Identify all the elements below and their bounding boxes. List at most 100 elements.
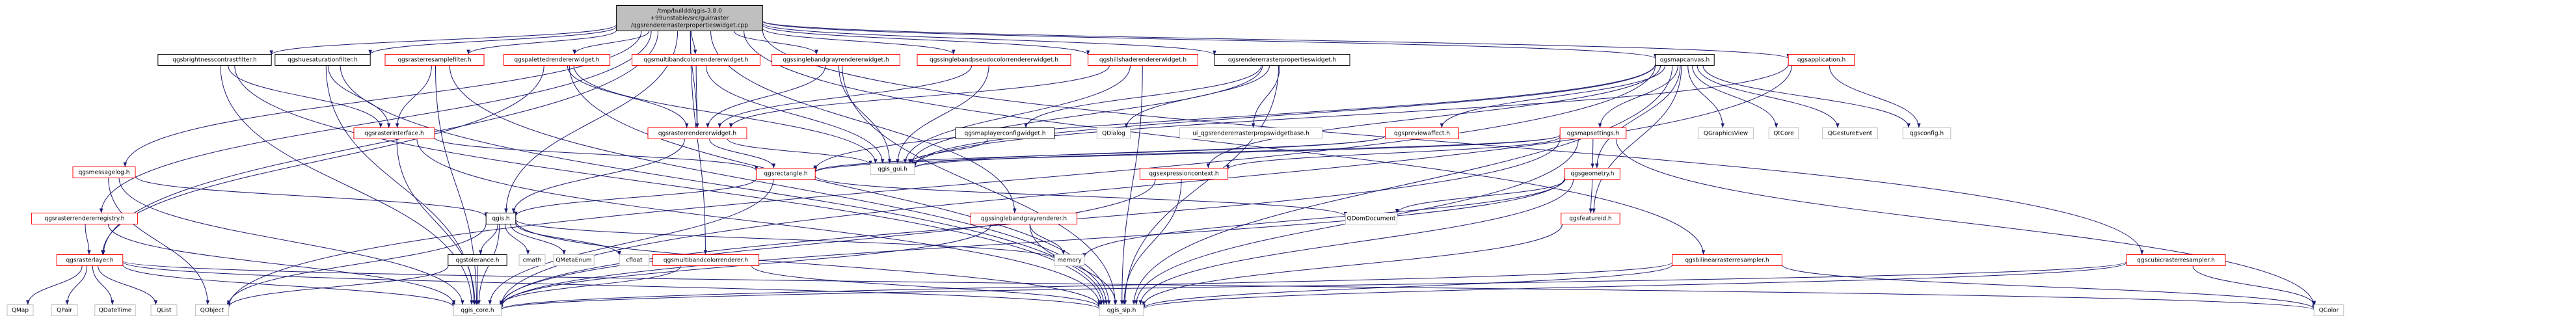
node-qmetaenum[interactable]: QMetaEnum <box>553 254 595 266</box>
node-label: qgshuesaturationfilter.h <box>288 57 358 64</box>
edge-tolerance-to-qobject <box>226 265 449 308</box>
node-multirenderer[interactable]: qgsmultibandcolorrenderer.h <box>652 254 760 266</box>
node-box <box>553 254 595 266</box>
node-rasterrendererwidget[interactable]: qgsrasterrendererwidget.h <box>647 127 747 139</box>
node-cmath[interactable]: cmath <box>518 254 546 266</box>
node-singlegraywidget[interactable]: qgssinglebandgrayrendererwidget.h <box>771 54 900 66</box>
node-box <box>756 168 816 180</box>
node-previeweffect[interactable]: qgspreviewaffect.h <box>1385 127 1459 139</box>
node-pseudowidget[interactable]: qgssinglebandpseudocolorrendererwidget.h <box>917 54 1071 66</box>
node-palette[interactable]: qgspalettedrendererwidget.h <box>503 54 611 66</box>
edge-mapcanvas-to-previeweffect <box>1440 65 1666 128</box>
edge-bilinear-to-qgscore <box>500 261 1673 310</box>
edge-bilinear-to-qcolor <box>1781 264 2316 310</box>
node-qgsgui[interactable]: qgis_gui.h <box>870 163 915 175</box>
node-rasterinterface[interactable]: qgsrasterinterface.h <box>353 127 435 139</box>
edge-messagelog-to-qobject <box>108 178 210 305</box>
node-box <box>955 127 1055 139</box>
node-qgssip[interactable]: qgis_sip.h <box>1099 304 1144 316</box>
node-messagelog[interactable]: qgsmessagelog.h <box>72 167 136 178</box>
node-rendererregistry[interactable]: qgsrasterrendererregistry.h <box>31 213 139 224</box>
node-label: qgsmessagelog.h <box>79 170 130 176</box>
node-label: QList <box>157 308 172 314</box>
node-qdatetime[interactable]: QDateTime <box>94 304 136 316</box>
node-box <box>7 304 34 316</box>
node-qmap[interactable]: QMap <box>7 304 34 316</box>
node-rrpw[interactable]: qgsrendererrasterpropertieswidget.h <box>1214 54 1350 66</box>
edge-rrpw-to-qgssip <box>1123 65 1280 305</box>
edge-rectangle-to-qgscore <box>488 179 774 305</box>
node-mapcanvas[interactable]: qgsmapcanvas.h <box>1655 54 1715 66</box>
node-qgscore[interactable]: qgis_core.h <box>453 304 502 316</box>
node-application[interactable]: qgsapplication.h <box>1788 54 1855 66</box>
node-label: QDomDocument <box>1347 216 1396 222</box>
node-cfloat[interactable]: cfloat <box>619 254 650 266</box>
node-box <box>72 167 136 178</box>
node-qdomdocument[interactable]: QDomDocument <box>1345 213 1398 224</box>
node-box <box>1088 54 1198 66</box>
node-qgis[interactable]: qgis.h <box>485 213 517 224</box>
node-hillshade[interactable]: qgshillshaderendererwidget.h <box>1088 54 1198 66</box>
edge-bilinear-to-qgssip <box>1142 264 1673 309</box>
node-qgsconfig[interactable]: qgsconfig.h <box>1902 127 1952 139</box>
node-box <box>647 127 747 139</box>
node-box <box>1345 213 1398 224</box>
node-multiwidget[interactable]: qgsmultibandcolorrendererwidget.h <box>632 54 760 66</box>
node-rasterlayer[interactable]: qgsrasterlayer.h <box>56 254 124 266</box>
node-memory[interactable]: memory <box>1054 254 1085 266</box>
edge-qgis-to-memory <box>515 219 1056 260</box>
node-box <box>1096 127 1131 139</box>
node-label: qgis_gui.h <box>878 167 907 173</box>
node-geometry[interactable]: qgsgeometry.h <box>1564 168 1620 180</box>
node-qcolor[interactable]: QColor <box>2313 304 2344 316</box>
node-label: qgsconfig.h <box>1910 131 1944 137</box>
edge-rasterrendererwidget-to-qgis <box>511 139 685 213</box>
edge-rasterrendererwidget-to-rectangle <box>709 139 776 168</box>
node-uiwidgetbase[interactable]: ui_qgsrendererrasterpropswidgetbase.h <box>1179 127 1323 139</box>
node-box <box>1385 127 1459 139</box>
node-qdialog[interactable]: QDialog <box>1096 127 1131 139</box>
node-root[interactable]: /tmp/buildd/qgis-3.8.0+99unstable/src/gu… <box>616 5 763 31</box>
edge-rectangle-to-qdomdocument <box>814 176 1348 217</box>
node-box <box>384 54 485 66</box>
node-label: qgsapplication.h <box>1797 57 1845 64</box>
node-box <box>56 254 124 266</box>
node-qpair[interactable]: QPair <box>51 304 78 316</box>
node-box <box>616 5 763 31</box>
edge-mapcanvas-to-qgsgui <box>913 64 1656 167</box>
edge-root-to-palette <box>572 31 650 55</box>
node-box <box>1561 213 1620 224</box>
node-box <box>1564 168 1620 180</box>
edge-resample-to-qgscore <box>435 65 479 305</box>
node-bilinear[interactable]: qgsbilinearrasterresampler.h <box>1672 254 1782 266</box>
node-cubic[interactable]: qgscubicrasterresampler.h <box>2126 254 2226 266</box>
node-singlegrayrenderer[interactable]: qgssinglebandgrayrenderer.h <box>970 213 1078 224</box>
node-label: memory <box>1057 258 1082 264</box>
node-layer: /tmp/buildd/qgis-3.8.0+99unstable/src/gu… <box>7 5 2344 316</box>
node-qtcore[interactable]: QtCore <box>1768 127 1799 139</box>
edge-previeweffect-to-rectangle <box>813 135 1386 172</box>
edge-rasterlayer-to-qgssip <box>122 261 1101 310</box>
node-label: qgspalettedrendererwidget.h <box>514 57 599 64</box>
node-qlist[interactable]: QList <box>150 304 178 316</box>
node-qgraphicsview[interactable]: QGraphicsView <box>1698 127 1754 139</box>
node-qobject[interactable]: QObject <box>195 304 230 316</box>
edge-qgis-to-qgssip <box>515 221 1101 307</box>
node-huesat[interactable]: qgshuesaturationfilter.h <box>275 54 371 66</box>
node-box <box>94 304 136 316</box>
node-label: QGraphicsView <box>1704 131 1748 137</box>
node-rectangle[interactable]: qgsrectangle.h <box>756 168 816 180</box>
node-label: qgsmapsettings.h <box>1567 131 1620 137</box>
node-brightness[interactable]: qgsbrightnesscontrastfilter.h <box>157 54 272 66</box>
node-maplayerconfig[interactable]: qgsmaplayerconfigwidget.h <box>955 127 1055 139</box>
node-box <box>518 254 546 266</box>
node-qgestureevent[interactable]: QGestureEvent <box>1822 127 1878 139</box>
edge-rasterrendererwidget-to-qgsgui <box>727 139 872 165</box>
node-exprcontext[interactable]: qgsexpressioncontext.h <box>1139 168 1229 180</box>
node-featureid[interactable]: qgsfeatureid.h <box>1561 213 1620 224</box>
edge-singlegraywidget-to-qgsgui <box>838 65 892 164</box>
node-label: /tmp/buildd/qgis-3.8.0 <box>657 8 722 15</box>
node-resample[interactable]: qgsrasterresamplefilter.h <box>384 54 485 66</box>
node-tolerance[interactable]: qgstolerance.h <box>448 254 507 266</box>
node-mapsettings[interactable]: qgsmapsettings.h <box>1559 127 1627 139</box>
